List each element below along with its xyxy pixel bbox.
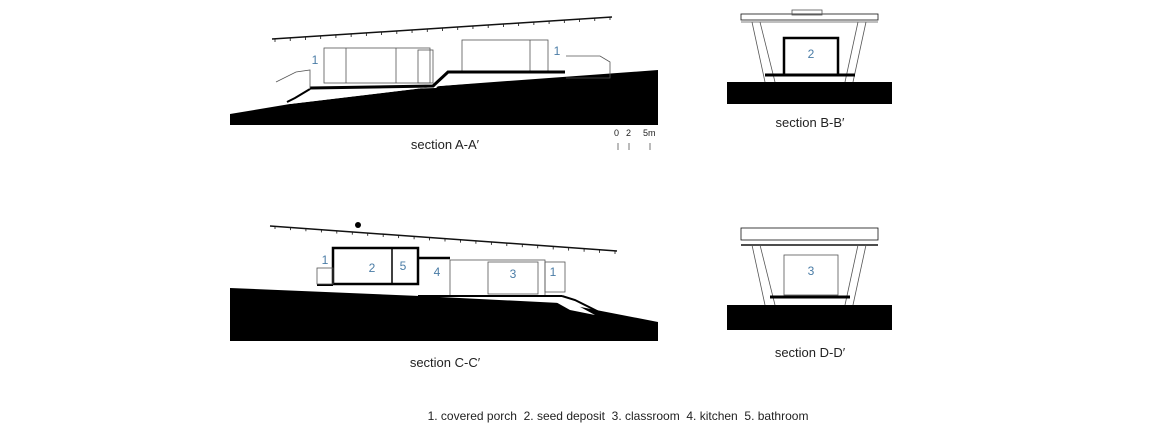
room-label: 3 bbox=[807, 264, 815, 278]
room-label: 2 bbox=[807, 47, 815, 61]
ground-c bbox=[230, 288, 658, 341]
room-label: 1 bbox=[549, 265, 557, 279]
room-label: 2 bbox=[368, 261, 376, 275]
scale-bar-ticks bbox=[617, 143, 651, 150]
scale-label: 0 bbox=[614, 128, 620, 138]
section-a-drawing bbox=[230, 16, 658, 125]
room-label: 5 bbox=[399, 259, 407, 273]
section-a-title: section A-A′ bbox=[410, 137, 480, 152]
scale-label: 5m bbox=[643, 128, 656, 138]
room-label: 1 bbox=[321, 253, 329, 267]
room-label: 3 bbox=[509, 267, 517, 281]
room-label: 1 bbox=[311, 53, 319, 67]
legend: 1. covered porch 2. seed deposit 3. clas… bbox=[427, 409, 809, 423]
section-b-drawing bbox=[727, 9, 892, 104]
section-d-drawing bbox=[727, 227, 892, 330]
section-b-title: section B-B′ bbox=[775, 115, 845, 130]
room-label: 1 bbox=[553, 44, 561, 58]
room-label: 4 bbox=[433, 265, 441, 279]
section-d-title: section D-D′ bbox=[774, 345, 846, 360]
section-c-title: section C-C′ bbox=[409, 355, 481, 370]
ground-a bbox=[230, 70, 658, 125]
section-c-drawing bbox=[230, 222, 658, 341]
scale-label: 2 bbox=[626, 128, 632, 138]
